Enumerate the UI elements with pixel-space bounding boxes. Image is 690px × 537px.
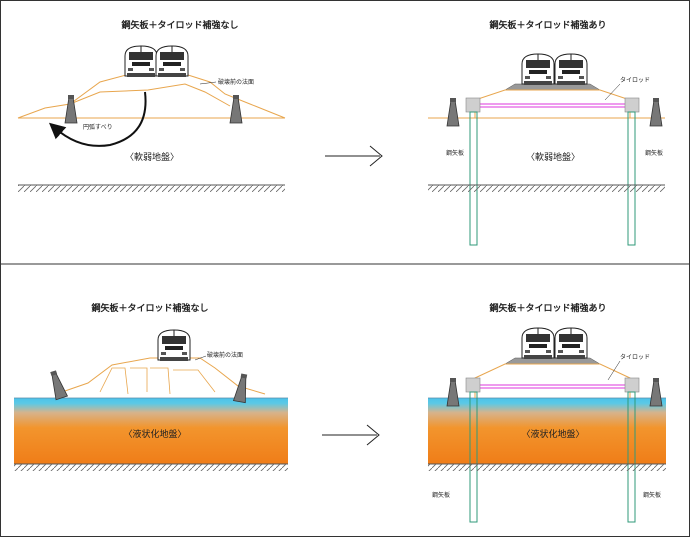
pile-cap xyxy=(465,97,481,113)
train-icon xyxy=(554,327,588,360)
panel-top-right: 鋼矢板＋タイロッド補強あり タイロッド 鋼矢板 鋼矢板 〈軟弱地盤〉 xyxy=(428,19,665,246)
train-icon xyxy=(554,53,588,86)
slip-label: 円弧すべり xyxy=(83,123,113,131)
pile-cap xyxy=(624,377,640,393)
pile-label-left: 鋼矢板 xyxy=(446,149,464,157)
bedrock-hatch xyxy=(18,185,285,192)
bedrock-hatch xyxy=(428,185,665,192)
train-icon xyxy=(521,53,555,86)
embankment-inner xyxy=(69,83,231,107)
slope-label: 破壊前の法面 xyxy=(218,78,254,86)
pile-cap xyxy=(465,377,481,393)
tierod-label: タイロッド xyxy=(620,353,650,361)
panel-title: 鋼矢板＋タイロッド補強なし xyxy=(90,302,208,314)
pile-label-left: 鋼矢板 xyxy=(432,491,450,499)
train-icon xyxy=(157,329,191,362)
slope-label: 破壊前の法面 xyxy=(207,351,243,359)
ballast xyxy=(504,83,601,91)
panel-title: 鋼矢板＋タイロッド補強あり xyxy=(488,302,606,314)
liquefied-ground xyxy=(428,398,666,464)
pile-cap xyxy=(624,97,640,113)
panel-title: 鋼矢板＋タイロッド補強あり xyxy=(488,19,606,31)
ballast xyxy=(504,357,601,365)
sheet-pile xyxy=(469,391,478,523)
train-icon xyxy=(521,327,555,360)
ground-type-label: 〈液状化地盤〉 xyxy=(521,428,584,440)
arrow-right-icon xyxy=(322,424,380,446)
panel-bottom-right: 鋼矢板＋タイロッド補強あり タイロッド 鋼矢板 鋼矢板 〈液状化地盤〉 xyxy=(428,302,666,523)
bedrock-hatch xyxy=(428,464,666,471)
liquefied-ground xyxy=(14,398,288,464)
pile-label-right: 鋼矢板 xyxy=(643,491,661,499)
collapsed-blocks xyxy=(99,367,216,395)
train-icon xyxy=(124,45,158,78)
ground-type-label: 〈液状化地盤〉 xyxy=(123,428,186,440)
sheet-pile xyxy=(627,111,636,246)
bedrock-hatch xyxy=(14,464,288,471)
slip-arrow-icon xyxy=(48,91,147,147)
tierod-label: タイロッド xyxy=(620,76,650,84)
pile-label-right: 鋼矢板 xyxy=(645,149,663,157)
arrow-right-icon xyxy=(325,145,383,167)
panel-title: 鋼矢板＋タイロッド補強なし xyxy=(120,19,238,31)
ground-type-label: 〈軟弱地盤〉 xyxy=(125,151,179,163)
train-icon xyxy=(155,45,189,78)
panel-bottom-left: 鋼矢板＋タイロッド補強なし 破壊前の法面 〈液状化地盤〉 xyxy=(14,302,288,471)
ground-type-label: 〈軟弱地盤〉 xyxy=(526,151,580,163)
sheet-pile xyxy=(627,391,636,523)
panel-top-left: 鋼矢板＋タイロッド補強なし 破壊前の法面 円弧すべり 〈軟弱地盤〉 xyxy=(17,19,286,192)
sheet-pile xyxy=(469,111,478,246)
